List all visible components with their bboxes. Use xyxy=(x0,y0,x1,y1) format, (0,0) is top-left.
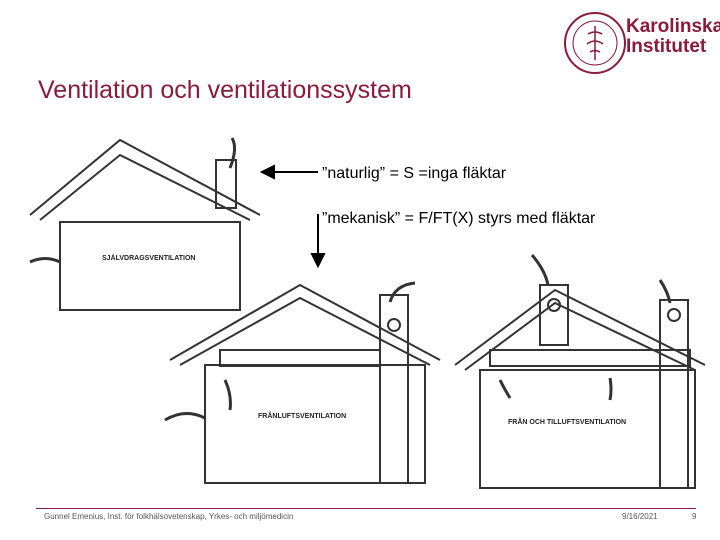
footer-date: 9/16/2021 xyxy=(622,512,658,521)
logo-line1: Karolinska xyxy=(626,16,720,37)
house-supply-exhaust xyxy=(454,254,706,489)
footer-page-number: 9 xyxy=(692,512,697,521)
footer-divider xyxy=(36,508,696,509)
house-self-draft xyxy=(29,137,261,311)
annotation-natural: ”naturlig” = S =inga fläktar xyxy=(322,165,507,182)
page-title: Ventilation och ventilationssystem xyxy=(38,76,412,104)
annotation-mechanical: ”mekanisk” = F/FT(X) styrs med fläktar xyxy=(322,210,596,227)
ki-seal-icon xyxy=(564,12,626,74)
label-self-draft: SJÄLVDRAGSVENTILATION xyxy=(102,254,195,262)
annotation-arrows xyxy=(259,164,326,269)
footer-author: Gunnel Emenius, Inst. för folkhälsoveten… xyxy=(44,512,294,521)
label-exhaust: FRÅNLUFTSVENTILATION xyxy=(258,411,346,420)
logo-wordmark: Karolinska Institutet xyxy=(626,17,720,57)
karolinska-logo xyxy=(560,8,710,78)
label-supply-exhaust: FRÅN OCH TILLUFTSVENTILATION xyxy=(508,417,626,426)
house-exhaust xyxy=(164,281,441,484)
logo-line2: Institutet xyxy=(626,36,707,57)
